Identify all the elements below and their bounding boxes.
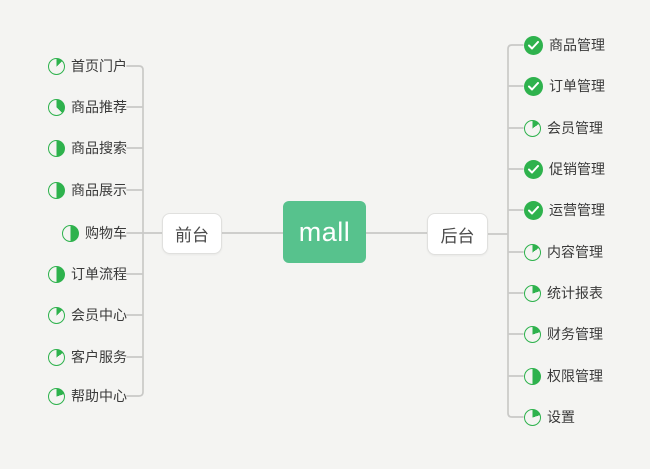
mindmap-item-label: 设置 bbox=[547, 409, 575, 425]
mindmap-item-label: 商品展示 bbox=[71, 182, 127, 198]
mindmap-item-label: 促销管理 bbox=[549, 161, 605, 177]
pie-progress-icon bbox=[48, 306, 65, 324]
pie-progress-icon bbox=[524, 325, 541, 343]
pie-progress-icon bbox=[524, 243, 541, 261]
mindmap-item[interactable]: 权限管理 bbox=[524, 365, 603, 387]
mindmap-item[interactable]: 统计报表 bbox=[524, 282, 603, 304]
mindmap-item-label: 会员中心 bbox=[71, 307, 127, 323]
branch-node-label: 后台 bbox=[440, 226, 475, 246]
mindmap-item-label: 权限管理 bbox=[547, 368, 603, 384]
mindmap-item-label: 商品推荐 bbox=[71, 99, 127, 115]
mindmap-item-label: 购物车 bbox=[85, 225, 127, 241]
mindmap-branch-node-backend[interactable]: 后台 bbox=[427, 213, 488, 255]
mindmap-branch-node-frontend[interactable]: 前台 bbox=[162, 213, 222, 254]
mindmap-item[interactable]: 商品展示 bbox=[48, 179, 127, 201]
branch-node-label: 前台 bbox=[175, 226, 209, 245]
mindmap-item-label: 商品搜索 bbox=[71, 140, 127, 156]
mindmap-item-label: 会员管理 bbox=[547, 120, 603, 136]
mindmap-item[interactable]: 促销管理 bbox=[524, 158, 605, 180]
check-circle-icon bbox=[524, 76, 543, 96]
mindmap-item[interactable]: 订单流程 bbox=[48, 263, 127, 285]
mindmap-item[interactable]: 首页门户 bbox=[48, 55, 127, 77]
mindmap-item-label: 客户服务 bbox=[71, 349, 127, 365]
mindmap-item[interactable]: 购物车 bbox=[62, 222, 127, 244]
mindmap-item[interactable]: 会员管理 bbox=[524, 117, 603, 139]
check-circle-icon bbox=[524, 35, 543, 55]
mindmap-item-label: 内容管理 bbox=[547, 244, 603, 260]
pie-progress-icon bbox=[524, 408, 541, 426]
mindmap-item[interactable]: 商品推荐 bbox=[48, 96, 127, 118]
mindmap-item[interactable]: 商品管理 bbox=[524, 34, 605, 56]
pie-progress-icon bbox=[524, 367, 541, 385]
mindmap-item-label: 订单流程 bbox=[71, 266, 127, 282]
pie-progress-icon bbox=[524, 284, 541, 302]
mindmap-item[interactable]: 客户服务 bbox=[48, 346, 127, 368]
mindmap-item[interactable]: 会员中心 bbox=[48, 304, 127, 326]
check-circle-icon bbox=[524, 159, 543, 179]
pie-progress-icon bbox=[48, 139, 65, 157]
pie-progress-icon bbox=[48, 57, 65, 75]
mindmap-item-label: 首页门户 bbox=[71, 58, 127, 74]
pie-progress-icon bbox=[48, 348, 65, 366]
check-circle-icon bbox=[524, 200, 543, 220]
mindmap-item[interactable]: 运营管理 bbox=[524, 199, 605, 221]
pie-progress-icon bbox=[62, 224, 79, 242]
mindmap-item[interactable]: 内容管理 bbox=[524, 241, 603, 263]
mindmap-item-label: 帮助中心 bbox=[71, 388, 127, 404]
pie-progress-icon bbox=[524, 119, 541, 137]
mindmap-item[interactable]: 帮助中心 bbox=[48, 385, 127, 407]
mindmap-root-node-mall[interactable]: mall bbox=[283, 201, 366, 263]
root-node-label: mall bbox=[298, 216, 351, 247]
mindmap-item[interactable]: 商品搜索 bbox=[48, 137, 127, 159]
pie-progress-icon bbox=[48, 387, 65, 405]
mindmap-item-label: 商品管理 bbox=[549, 37, 605, 53]
mindmap-item-label: 统计报表 bbox=[547, 285, 603, 301]
mindmap-item-label: 财务管理 bbox=[547, 326, 603, 342]
mindmap-item-label: 运营管理 bbox=[549, 202, 605, 218]
mindmap-item[interactable]: 订单管理 bbox=[524, 75, 605, 97]
pie-progress-icon bbox=[48, 98, 65, 116]
mindmap-item-label: 订单管理 bbox=[549, 78, 605, 94]
mindmap-item[interactable]: 财务管理 bbox=[524, 323, 603, 345]
pie-progress-icon bbox=[48, 265, 65, 283]
mindmap-item[interactable]: 设置 bbox=[524, 406, 575, 428]
pie-progress-icon bbox=[48, 181, 65, 199]
